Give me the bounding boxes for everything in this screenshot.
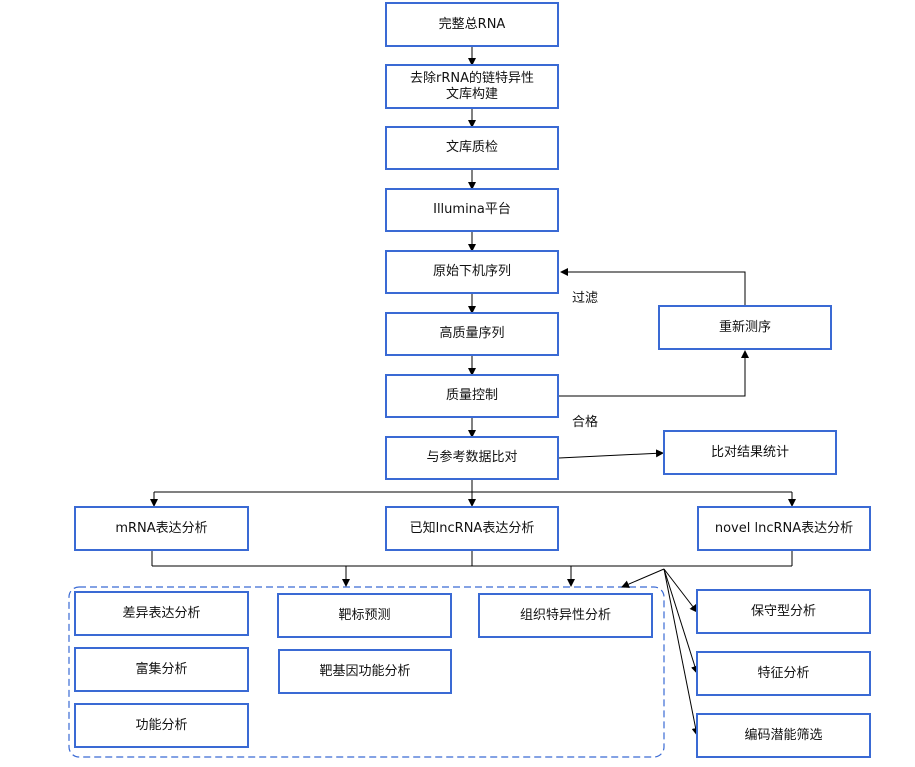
node-raw-reads: 原始下机序列: [385, 250, 559, 294]
node-features: 特征分析: [696, 651, 871, 696]
node-quality-control: 质量控制: [385, 374, 559, 418]
node-target-gene-function: 靶基因功能分析: [278, 649, 452, 694]
node-alignment-stats: 比对结果统计: [663, 430, 837, 475]
label-filter: 过滤: [572, 291, 599, 306]
arrow-to-conservation: [663, 568, 698, 613]
node-clean-reads: 高质量序列: [385, 312, 559, 356]
node-mrna-expression: mRNA表达分析: [74, 506, 249, 551]
node-alignment: 与参考数据比对: [385, 436, 559, 480]
node-resequencing: 重新测序: [658, 305, 832, 350]
node-coding-potential: 编码潜能筛选: [696, 713, 871, 758]
arrow-resequencing-to-raw: [560, 268, 746, 305]
node-total-rna: 完整总RNA: [385, 2, 559, 47]
node-known-lncrna-expression: 已知lncRNA表达分析: [385, 506, 559, 551]
node-tissue-specificity: 组织特异性分析: [478, 593, 653, 638]
arrow-merge-to-group-corner: [621, 568, 665, 588]
node-conservation: 保守型分析: [696, 589, 871, 634]
arrow-alignment-to-stats: [558, 449, 664, 459]
arrow-control-to-resequencing: [559, 350, 749, 397]
node-target-prediction: 靶标预测: [277, 593, 452, 638]
analysis-group-dashed-border: [68, 586, 665, 758]
node-novel-lncrna-expression: novel lncRNA表达分析: [697, 506, 871, 551]
label-pass: 合格: [572, 415, 599, 430]
node-enrichment: 富集分析: [74, 647, 249, 692]
node-differential-expression: 差异表达分析: [74, 591, 249, 636]
node-rrna-removal-library: 去除rRNA的链特异性 文库构建: [385, 64, 559, 109]
node-illumina-platform: Illumina平台: [385, 188, 559, 232]
node-function: 功能分析: [74, 703, 249, 748]
node-library-qc: 文库质检: [385, 126, 559, 170]
arrow-to-coding-potential: [663, 568, 700, 736]
arrow-to-features: [663, 568, 699, 674]
